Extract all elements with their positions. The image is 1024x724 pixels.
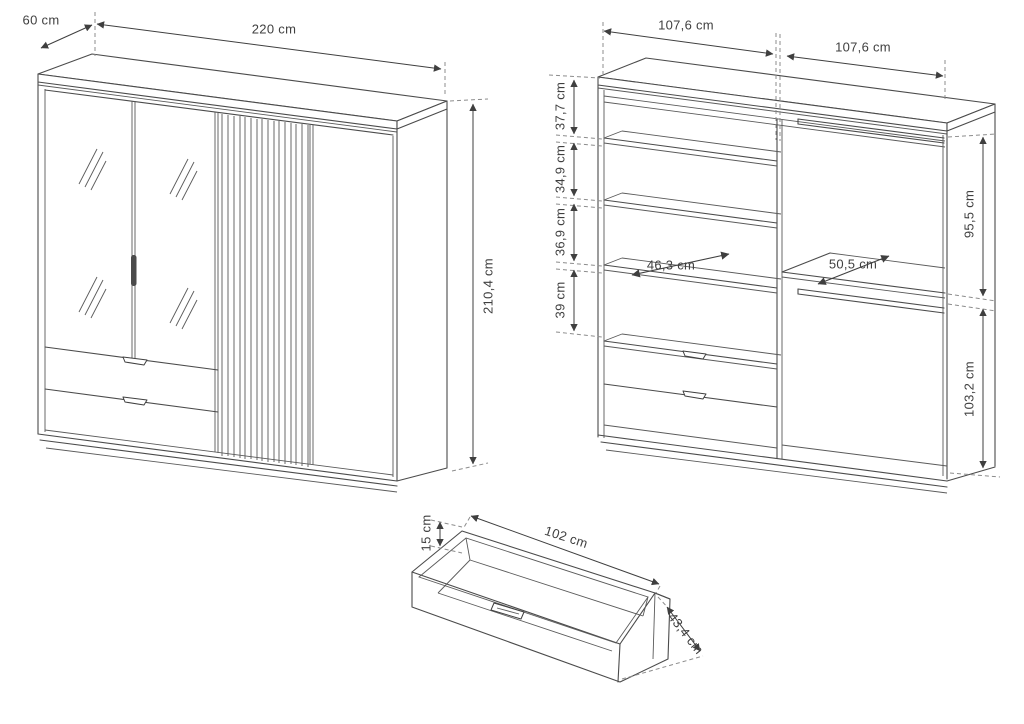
left-shelf-depth-arrow — [631, 251, 730, 278]
drawer-handle — [122, 396, 148, 406]
bottom-front-edge — [597, 434, 948, 482]
drawer-depth-dimension-line — [666, 606, 701, 652]
drawer-depth-label: 43,4 cm — [665, 610, 707, 657]
front-height-label: 210,4 cm — [480, 258, 495, 314]
drawer-view: 15 cm 102 cm 43,4 cm — [411, 514, 707, 683]
depth-dimension-line — [40, 24, 93, 49]
mirror-door-right — [169, 158, 198, 330]
mirror-door-left — [78, 148, 107, 319]
front-width-label: 220 cm — [252, 21, 296, 36]
slat-door — [221, 114, 309, 467]
interior-drawers — [603, 333, 948, 467]
shelf — [603, 192, 782, 229]
doors-top-edge — [44, 89, 394, 136]
hanging-rail-lower — [797, 288, 945, 314]
lower-hanging-label: 103,2 cm — [961, 361, 976, 417]
drawer-width-label: 102 cm — [543, 523, 590, 551]
interior-view: 107,6 cm 107,6 cm 37,7 cm 34,9 cm 36,9 c… — [548, 17, 1001, 494]
shelf — [603, 130, 782, 167]
left-shelf-depth-label: 46,3 cm — [647, 257, 695, 272]
interior-left-width-label: 107,6 cm — [658, 17, 714, 32]
drawer-handle — [682, 390, 707, 400]
bottom-front-edge — [37, 433, 398, 482]
width-dimension-line — [96, 21, 442, 72]
drawer-height-label: 15 cm — [418, 515, 433, 552]
right-shelf-depth-arrow — [817, 255, 890, 285]
plinth — [39, 439, 398, 487]
door-handle — [131, 255, 137, 286]
drawer-handle — [682, 350, 707, 360]
left-width-dimension-line — [603, 28, 774, 57]
shelf-gap-2-label: 34,9 cm — [552, 145, 567, 193]
upper-hanging-label: 95,5 cm — [961, 190, 976, 238]
drawer-width-dimension-line — [470, 514, 660, 586]
shelf-gap-1-label: 37,7 cm — [552, 82, 567, 130]
right-width-dimension-line — [786, 53, 944, 79]
drawer-handle — [122, 356, 148, 366]
hanging-rail-upper — [797, 118, 945, 144]
drawer-body — [411, 530, 671, 683]
front-depth-label: 60 cm — [23, 12, 60, 27]
plinth — [600, 441, 948, 488]
right-shelf-depth-label: 50,5 cm — [829, 256, 877, 271]
shelf-gap-3-label: 36,9 cm — [552, 208, 567, 256]
front-view: 60 cm 220 cm 210,4 cm — [23, 12, 495, 493]
shelf-gap-4-label: 39 cm — [552, 282, 567, 319]
interior-right-width-label: 107,6 cm — [835, 39, 891, 54]
